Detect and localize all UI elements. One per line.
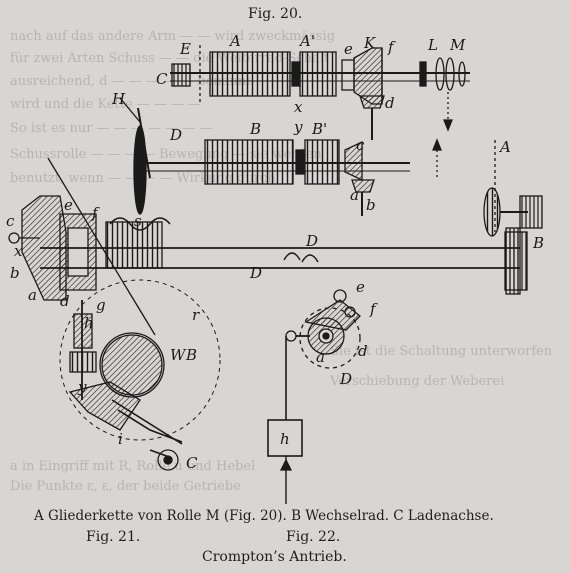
legend-caption: A Gliederkette von Rolle M (Fig. 20). B … [34,508,494,524]
label-f: f [387,38,396,56]
label-d: d [358,342,368,360]
svg-text:nach auf das andere Arm — — wi: nach auf das andere Arm — — wird zweckmä… [10,29,335,44]
svg-text:a in Eingriff mit R, Rolle u u: a in Eingriff mit R, Rolle u und Hebel [10,459,255,474]
label-c: c [6,212,15,230]
label-A-right: A [498,138,511,156]
label-D: D [305,232,318,250]
label-D-bottom: D [339,370,352,388]
label-b: b [10,264,20,282]
label-C: C [156,70,168,88]
fig21-labels: c e f x a b d s g h W B r y i C D [6,196,318,472]
label-M: M [449,36,466,54]
label-g: g [96,296,106,314]
label-B: B [185,346,197,364]
fig22-labels: D e f a d D h B [249,234,544,448]
label-a: a [350,186,359,204]
svg-text:wird und die Kette — — — —: wird und die Kette — — — — [10,97,201,112]
label-r: r [192,306,200,324]
figure-22-caption: Fig. 22. [286,529,341,545]
label-D-top: D [249,264,262,282]
label-W: W [170,346,187,364]
svg-text:Die Punkte ε, ε, der beide Get: Die Punkte ε, ε, der beide Getriebe [10,479,241,494]
svg-text:Sie ist die Schaltung unterwor: Sie ist die Schaltung unterworfen [330,344,553,359]
label-E: E [179,40,191,58]
label-f: f [91,204,100,222]
label-a: a [316,348,325,366]
label-A-prime: A' [298,32,315,50]
label-b: b [366,196,376,214]
label-H: H [111,90,126,108]
label-y: y [293,118,303,136]
svg-text:ausreichend, d — — — — — benan: ausreichend, d — — — — — benannt [10,74,252,89]
label-a: a [28,286,37,304]
figure-20-caption: Fig. 20. [248,6,303,22]
label-d: d [60,292,70,310]
label-c: c [356,136,365,154]
label-y: y [77,378,87,396]
svg-text:Verschiebung der Weberei: Verschiebung der Weberei [329,374,504,389]
label-B: B [249,120,261,138]
label-e: e [356,278,365,296]
label-h: h [280,430,290,448]
label-D: D [169,126,182,144]
figure-21-caption: Fig. 21. [86,529,141,545]
label-A: A [228,32,241,50]
label-f: f [369,300,378,318]
label-K: K [363,34,376,52]
label-d-upper: d [385,94,395,112]
label-s: s [134,212,142,230]
label-i: i [118,430,123,448]
label-e: e [344,40,353,58]
fig20-labels: C E A A' e K f L M H x d D B y B' c a b … [111,32,511,214]
fig21-drawing [8,157,528,471]
label-L: L [427,36,438,54]
label-B-prime: B' [311,120,327,138]
label-x: x [294,98,303,116]
label-B-gear: B [532,234,544,252]
label-e: e [64,196,73,214]
label-C: C [186,454,198,472]
plate-title: Crompton’s Antrieb. [202,549,347,565]
label-x: x [14,242,23,260]
fig20-drawing [119,45,470,216]
label-h: h [84,314,94,332]
svg-text:So ist es nur — — — — — — —: So ist es nur — — — — — — — [10,121,212,136]
fig22-drawing [267,289,361,504]
